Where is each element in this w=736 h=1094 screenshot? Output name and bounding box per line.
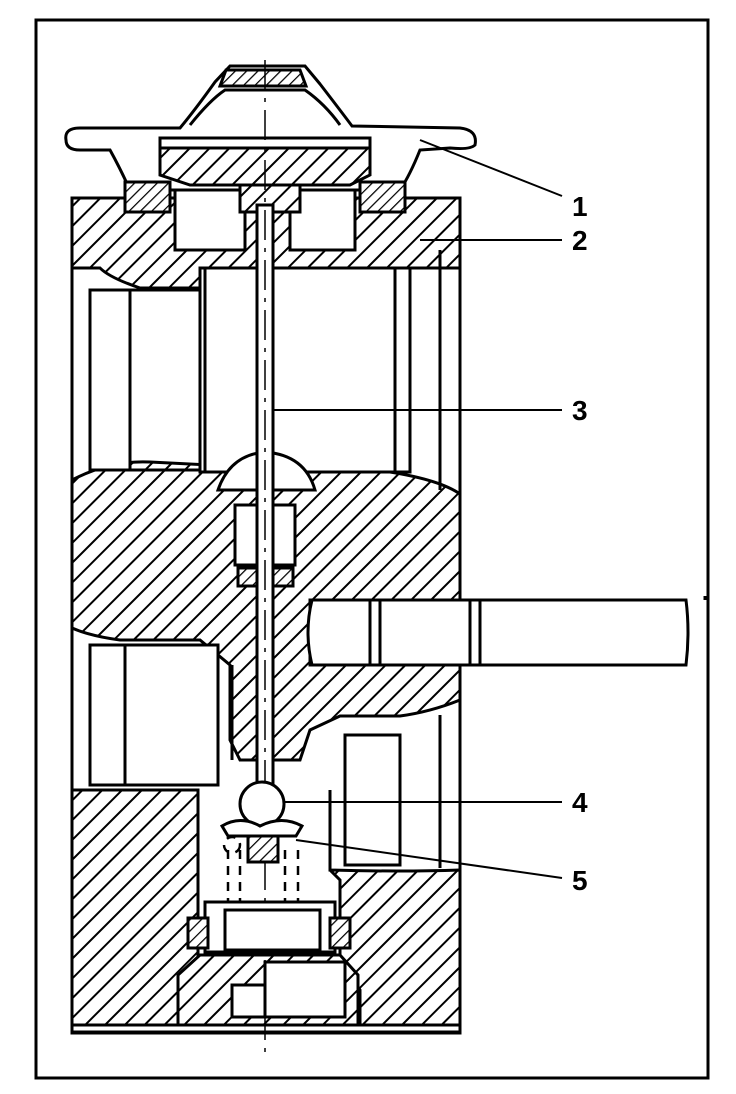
- callout-2: 2: [572, 225, 588, 256]
- lower-chamber: [88, 643, 402, 867]
- upper-chamber: [88, 266, 412, 474]
- diaphragm-head: [64, 64, 477, 192]
- leader-line-1: [419, 139, 563, 197]
- push-rod: [255, 203, 275, 792]
- leader-line-5: [295, 839, 563, 879]
- figure-frame: [34, 18, 710, 1080]
- callout-1: 1: [572, 191, 588, 222]
- spring-seat: [219, 819, 305, 864]
- callout-3: 3: [572, 395, 588, 426]
- adjusting-screw: [186, 900, 352, 1019]
- callout-5: 5: [572, 865, 588, 896]
- outlet-pipe: [306, 596, 707, 667]
- top-fitting: [123, 180, 407, 252]
- leader-lines: [272, 139, 563, 879]
- callout-4: 4: [572, 787, 588, 818]
